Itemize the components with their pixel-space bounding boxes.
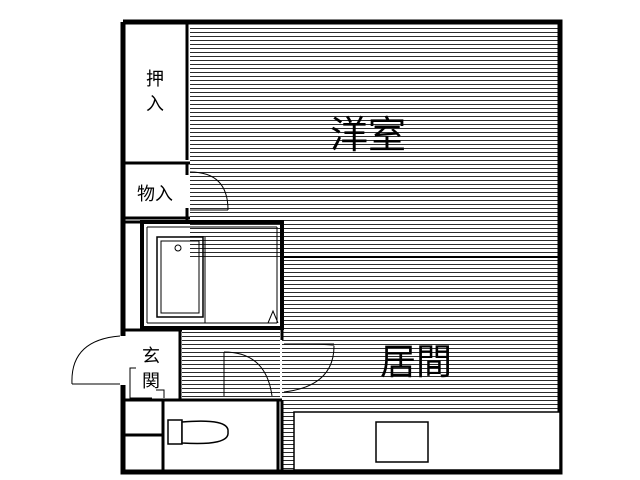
western-room-label: 洋室 (330, 113, 406, 157)
entrance-label-char-2: 関 (142, 371, 160, 392)
interior-walls (120, 22, 558, 472)
entrance-floor (126, 332, 180, 398)
closet-label-char-1: 押 (146, 69, 164, 90)
western-room-floor (190, 25, 558, 257)
living-room-label: 居間 (380, 342, 452, 383)
outer-walls (120, 19, 563, 475)
storage-label: 物入 (137, 184, 173, 205)
corridor-floor (182, 332, 280, 400)
entrance-label-char-1: 玄 (142, 346, 160, 367)
bathtub (156, 236, 279, 324)
toilet (167, 419, 229, 445)
closet-label-char-2: 入 (146, 94, 164, 115)
kitchen-counter (293, 411, 561, 471)
doors (71, 171, 335, 399)
